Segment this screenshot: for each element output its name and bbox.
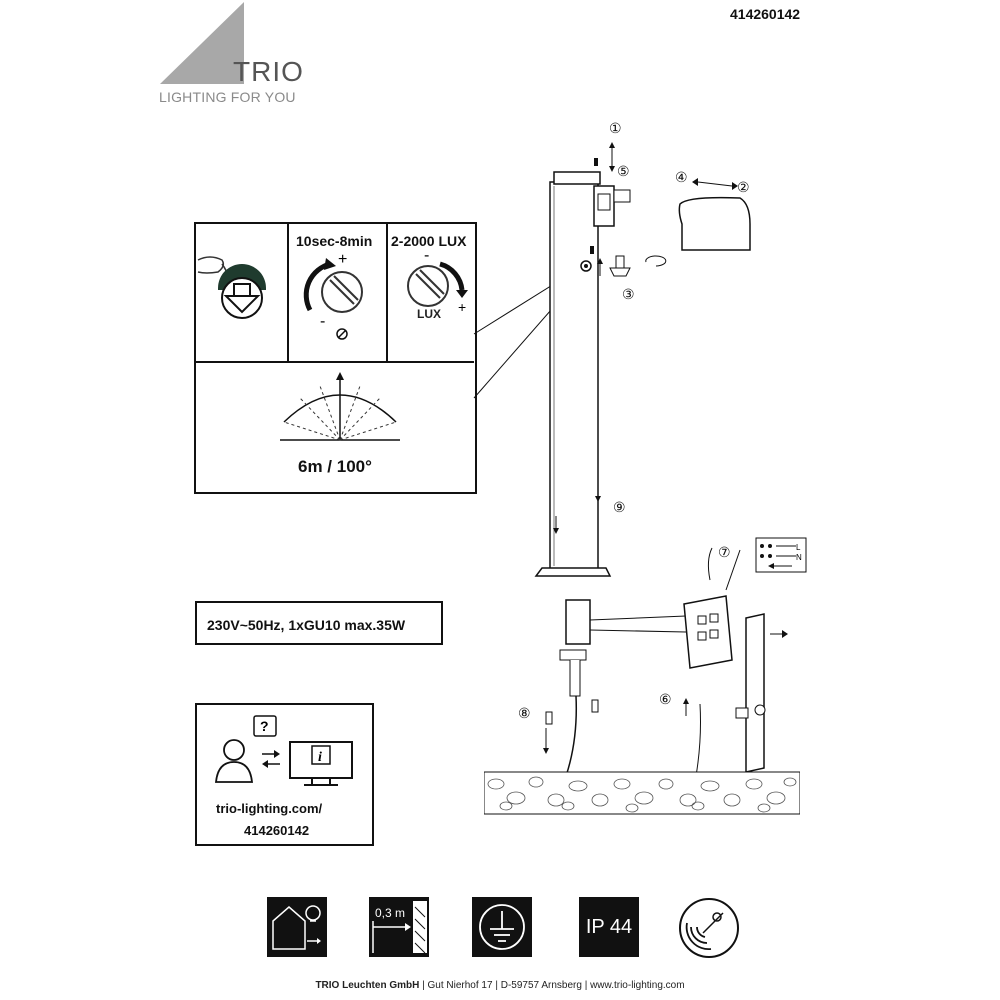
detection-range-label: 6m / 100° bbox=[298, 457, 372, 476]
footer-city: D-59757 Arnsberg bbox=[500, 980, 582, 991]
distance-icon: 0,3 m bbox=[369, 897, 429, 957]
footer-separator: | bbox=[495, 980, 498, 991]
step-number-7: ⑦ bbox=[718, 545, 731, 561]
time-plus: + bbox=[338, 251, 347, 268]
footer-separator: | bbox=[584, 980, 588, 991]
footer-separator: | bbox=[422, 980, 425, 991]
ip-rating-badge: IP 44 bbox=[579, 897, 639, 957]
time-minus: - bbox=[320, 313, 325, 330]
online-info-box bbox=[195, 703, 374, 846]
sensor-settings-panel bbox=[194, 222, 477, 494]
footer-website[interactable]: www.trio-lighting.com bbox=[590, 980, 685, 991]
footer-company: TRIO Leuchten GmbH bbox=[315, 980, 420, 991]
info-url-line1: trio-lighting.com/ bbox=[216, 801, 323, 816]
panel-divider bbox=[386, 224, 388, 362]
time-adjust-dial-icon: + - bbox=[303, 251, 363, 340]
lux-plus: + bbox=[458, 299, 466, 315]
time-range-label: 10sec-8min bbox=[296, 233, 373, 249]
lux-range-label: 2-2000 LUX bbox=[391, 233, 467, 249]
motion-sensor-icon bbox=[679, 898, 739, 958]
online-help-illustration: ? i bbox=[215, 715, 353, 786]
footer-address: Gut Nierhof 17 bbox=[427, 980, 493, 991]
distance-symbol: 0,3 m bbox=[369, 897, 429, 957]
indoor-outdoor-symbol bbox=[267, 897, 327, 957]
article-number: 414260142 bbox=[730, 6, 801, 22]
step-number-5: ⑤ bbox=[617, 164, 630, 180]
electrical-spec: 230V~50Hz, 1xGU10 max.35W bbox=[195, 601, 443, 645]
press-button-icon bbox=[197, 256, 266, 319]
lux-unit-label: LUX bbox=[417, 307, 441, 321]
ground-gravel bbox=[484, 771, 800, 815]
step-number-9: ⑨ bbox=[613, 500, 626, 516]
protection-class-symbol bbox=[472, 897, 532, 957]
question-mark: ? bbox=[260, 718, 269, 734]
brand-name: TRIO bbox=[233, 56, 304, 87]
step-number-2: ② bbox=[737, 180, 750, 196]
step-number-3: ③ bbox=[622, 287, 635, 303]
lux-adjust-dial-icon: - + bbox=[407, 250, 468, 315]
earth-ground-icon bbox=[479, 904, 525, 950]
installation-drawing: L N bbox=[473, 142, 807, 777]
distance-label: 0,3 m bbox=[375, 906, 405, 920]
brand-tagline: LIGHTING FOR YOU bbox=[159, 89, 296, 105]
panel-divider bbox=[196, 361, 474, 363]
panel-divider bbox=[287, 224, 289, 362]
info-url-line2: 414260142 bbox=[244, 823, 310, 838]
house-lamp-icon bbox=[272, 905, 321, 950]
step-number-6: ⑥ bbox=[659, 692, 672, 708]
step-number-8: ⑧ bbox=[518, 706, 531, 722]
detection-range-diagram bbox=[280, 372, 400, 441]
step-number-1: ① bbox=[609, 121, 622, 137]
step-number-4: ④ bbox=[675, 170, 688, 186]
footer: TRIO Leuchten GmbH | Gut Nierhof 17 | D-… bbox=[0, 980, 1000, 991]
lux-minus: - bbox=[424, 250, 429, 264]
terminal-label-l: L bbox=[796, 543, 801, 552]
brand-logo-triangle bbox=[160, 2, 244, 84]
terminal-label-n: N bbox=[796, 553, 802, 562]
info-letter: i bbox=[318, 750, 322, 765]
